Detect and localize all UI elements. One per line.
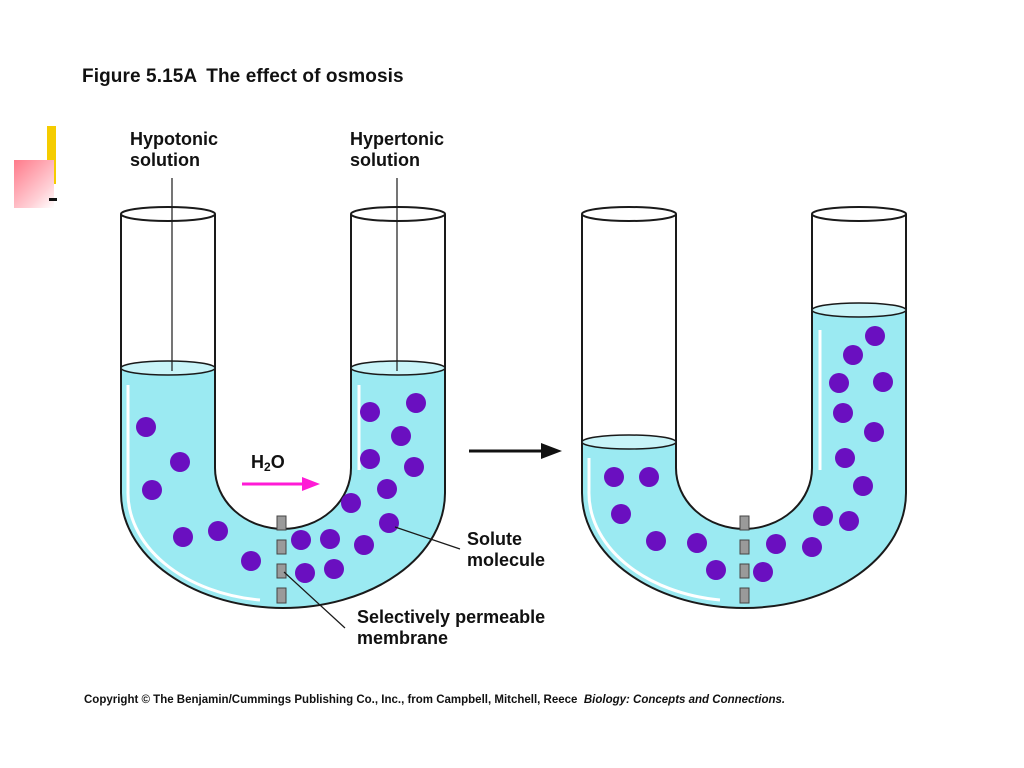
- u-tube-before: [120, 206, 446, 609]
- solute-label-line2: molecule: [467, 550, 546, 570]
- tube-opening-left: [120, 206, 216, 222]
- water-label-o: O: [270, 452, 285, 472]
- solutes-hypertonic: [291, 393, 426, 583]
- hypotonic-label-line2: solution: [130, 150, 200, 170]
- hypotonic-label: Hypotonic solution: [130, 129, 218, 171]
- figure-caption: The effect of osmosis: [206, 66, 404, 87]
- hypotonic-label-line1: Hypotonic: [130, 129, 218, 149]
- membrane-before: [276, 515, 287, 604]
- hypertonic-label-line2: solution: [350, 150, 420, 170]
- water-label-h: H: [251, 452, 264, 472]
- leader-lines: [171, 178, 461, 629]
- hypertonic-label: Hypertonic solution: [350, 129, 444, 171]
- figure-title: Figure 5.15A The effect of osmosis: [82, 66, 404, 88]
- surface-right-after: [811, 302, 907, 318]
- solution-after: [582, 303, 906, 608]
- hypertonic-label-line1: Hypertonic: [350, 129, 445, 149]
- membrane-after: [739, 515, 750, 604]
- solute-label-line1: Solute: [467, 529, 523, 549]
- tube-opening-right-after: [811, 206, 907, 222]
- glass-highlight-before: [126, 385, 261, 602]
- tube-opening-right: [350, 206, 446, 222]
- leader-solute: [394, 526, 461, 550]
- membrane-label: Selectively permeable membrane: [357, 607, 545, 649]
- u-tube-after: [581, 206, 907, 609]
- process-arrow: [469, 443, 562, 459]
- figure-number: Figure 5.15A: [82, 66, 198, 87]
- surface-left-after: [581, 434, 677, 450]
- leader-membrane: [283, 571, 346, 629]
- slide-decoration-square: [14, 160, 54, 208]
- copyright-notice: Copyright © The Benjamin/Cummings Publis…: [84, 694, 785, 706]
- tube-opening-left-after: [581, 206, 677, 222]
- solutes-right-after: [753, 326, 893, 582]
- water-label: H2O: [251, 452, 285, 474]
- copyright-text: Copyright © The Benjamin/Cummings Publis…: [84, 694, 578, 706]
- slide-decoration-bar: [47, 126, 56, 184]
- water-flow-arrow: [242, 477, 320, 491]
- slide-decoration-dash: [49, 198, 57, 201]
- copyright-book-title: Biology: Concepts and Connections.: [583, 694, 786, 706]
- water-label-sub: 2: [264, 460, 271, 474]
- surface-left: [120, 360, 216, 376]
- solutes-left-after: [604, 467, 726, 580]
- solutes-hypotonic: [136, 417, 261, 571]
- solute-label: Solute molecule: [467, 529, 545, 571]
- membrane-label-line2: membrane: [357, 628, 449, 648]
- surface-right: [350, 360, 446, 376]
- membrane-label-line1: Selectively permeable: [357, 607, 546, 627]
- glass-highlight-after: [587, 458, 721, 602]
